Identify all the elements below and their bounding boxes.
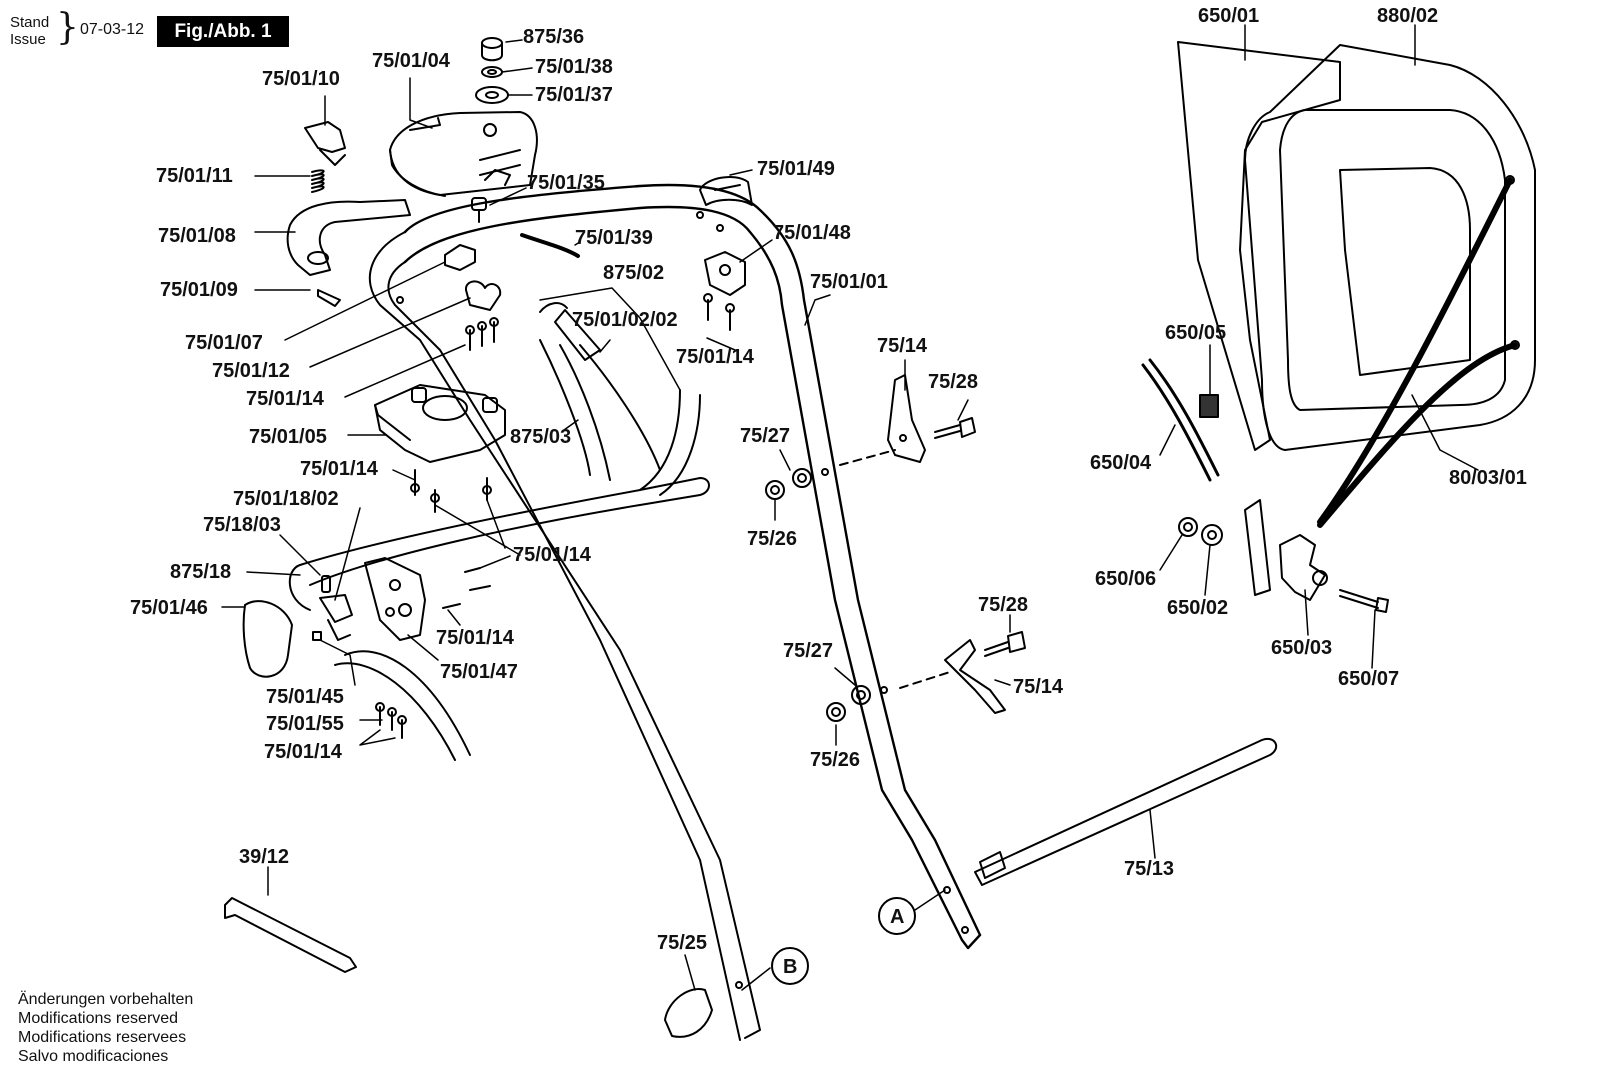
part-label: 75/01/14 xyxy=(436,627,514,649)
callout-b-circle xyxy=(771,947,809,985)
part-label: 75/01/14 xyxy=(246,388,324,410)
part-label: 75/01/14 xyxy=(264,741,342,763)
part-label: 880/02 xyxy=(1377,5,1439,27)
cable-clip xyxy=(703,251,746,331)
cap-nut-washer xyxy=(475,37,509,104)
part-label: 650/05 xyxy=(1165,322,1227,344)
part-label: 75/01/14 xyxy=(676,346,754,368)
part-label: 75/01/48 xyxy=(773,222,851,244)
switch-clips xyxy=(444,244,502,311)
screw-cluster xyxy=(465,317,499,351)
part-label: 75/01/05 xyxy=(249,426,327,448)
grass-box-parts xyxy=(1141,358,1389,613)
part-label: 75/01/10 xyxy=(262,68,340,90)
note-de: Änderungen vorbehalten xyxy=(18,991,194,1008)
part-label: 650/06 xyxy=(1095,568,1157,590)
bowden-cables xyxy=(334,302,661,761)
callout-a: A xyxy=(890,906,905,928)
part-label: 75/26 xyxy=(810,749,861,771)
part-label: 875/03 xyxy=(510,426,572,448)
part-label: 75/01/02/02 xyxy=(572,309,678,331)
part-label: 75/01/04 xyxy=(372,50,450,72)
part-label: 75/13 xyxy=(1124,858,1175,880)
callout-b: B xyxy=(783,956,798,978)
part-label: 75/27 xyxy=(783,640,834,662)
handle-tube xyxy=(368,183,982,1041)
note-fr: Modifications reservees xyxy=(18,1029,187,1046)
part-label: 75/01/18/02 xyxy=(233,488,339,510)
part-label: 75/01/07 xyxy=(185,332,263,354)
part-label: 875/36 xyxy=(523,26,585,48)
header-date: 07-03-12 xyxy=(80,21,145,38)
lower-bracket xyxy=(364,557,426,641)
part-label: 75/01/37 xyxy=(535,84,613,106)
small-screws-bottom xyxy=(312,631,407,739)
part-label: 650/07 xyxy=(1338,668,1400,690)
part-label: 75/01/01 xyxy=(810,271,888,293)
grass-box xyxy=(1177,41,1536,528)
part-label: 75/01/35 xyxy=(527,172,605,194)
part-label: 75/01/39 xyxy=(575,227,653,249)
part-label: 75/01/14 xyxy=(513,544,591,566)
handle-clamp xyxy=(699,175,753,206)
header-brace: } xyxy=(56,7,79,48)
header-stand-issue: Stand Issue xyxy=(10,14,49,48)
part-label: 75/01/46 xyxy=(130,597,208,619)
part-label: 39/12 xyxy=(239,846,290,868)
top-cover-part xyxy=(389,111,538,197)
part-label: 75/14 xyxy=(1013,676,1064,698)
part-label: 75/25 xyxy=(657,932,708,954)
part-label: 75/01/12 xyxy=(212,360,290,382)
part-label: 75/18/03 xyxy=(203,514,281,536)
figure-label: Fig./Abb. 1 xyxy=(157,16,289,47)
part-label: 80/03/01 xyxy=(1449,467,1527,489)
part-label: 875/18 xyxy=(170,561,232,583)
part-label: 75/27 xyxy=(740,425,791,447)
part-label: 650/01 xyxy=(1198,5,1260,27)
part-label: 75/01/11 xyxy=(156,165,233,187)
part-label: 75/28 xyxy=(978,594,1029,616)
part-label: 75/01/45 xyxy=(266,686,344,708)
part-label: 75/01/08 xyxy=(158,225,236,247)
cross-bar xyxy=(288,389,710,611)
header-issue: Issue xyxy=(10,31,46,48)
cable-connector xyxy=(319,575,353,641)
allen-key xyxy=(224,897,357,973)
part-label: 75/14 xyxy=(877,335,928,357)
screws-middle xyxy=(410,469,492,609)
part-label: 875/02 xyxy=(603,262,665,284)
control-lever xyxy=(286,199,411,307)
part-label: 650/03 xyxy=(1271,637,1333,659)
part-label: 75/01/09 xyxy=(160,279,238,301)
trigger-clip xyxy=(304,121,346,193)
leader-lines xyxy=(221,24,1479,991)
note-en: Modifications reserved xyxy=(18,1010,179,1027)
part-label: 75/01/49 xyxy=(757,158,835,180)
part-label: 75/01/38 xyxy=(535,56,613,78)
note-es: Salvo modificaciones xyxy=(18,1048,169,1065)
part-label: 75/01/47 xyxy=(440,661,518,683)
switch-housing xyxy=(374,384,506,463)
modifications-note: Änderungen vorbehalten Modifications res… xyxy=(18,990,193,1066)
callout-a-circle xyxy=(878,897,916,935)
part-label: 75/01/55 xyxy=(266,713,344,735)
end-cap xyxy=(242,600,293,678)
part-label: 650/04 xyxy=(1090,452,1152,474)
spring-wire xyxy=(520,233,580,258)
cross-rod xyxy=(974,737,1278,886)
part-label: 75/28 xyxy=(928,371,979,393)
knob xyxy=(664,988,713,1038)
part-label: 75/26 xyxy=(747,528,798,550)
part-label: 75/01/14 xyxy=(300,458,378,480)
part-label: 650/02 xyxy=(1167,597,1229,619)
hinge-brackets xyxy=(765,374,1026,722)
screw-75-01-35 xyxy=(471,197,487,223)
header-stand: Stand xyxy=(10,14,50,31)
